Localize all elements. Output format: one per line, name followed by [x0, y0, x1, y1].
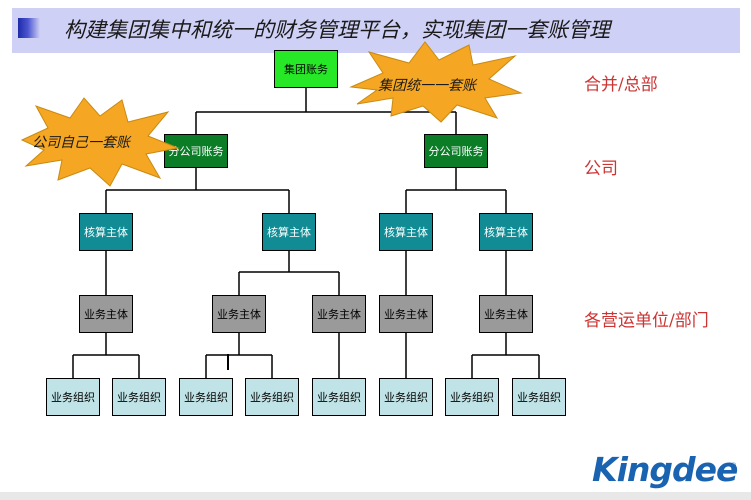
connector-biz-orgs-2: [205, 333, 273, 378]
level-label-company: 公司: [584, 159, 618, 179]
connector-entity-biz-2: [238, 251, 340, 295]
footer-bar: [0, 492, 751, 500]
level-label-units: 各营运单位/部门: [584, 311, 709, 331]
blue-square-icon: [18, 18, 40, 38]
node-branch-ledger: 分公司账务: [424, 134, 488, 168]
node-accounting-entity: 核算主体: [79, 213, 133, 251]
node-accounting-entity: 核算主体: [262, 213, 316, 251]
connector-biz-orgs-1: [72, 333, 140, 378]
node-business-org: 业务组织: [245, 378, 299, 416]
node-business-entity: 业务主体: [212, 295, 266, 333]
node-business-org: 业务组织: [179, 378, 233, 416]
connector-branch1-entities: [105, 168, 290, 213]
node-business-entity: 业务主体: [479, 295, 533, 333]
starburst-group-callout: [349, 41, 523, 123]
connector-biz-orgs-5: [471, 333, 540, 378]
level-label-group: 合并/总部: [584, 75, 658, 95]
node-business-org: 业务组织: [512, 378, 566, 416]
node-business-org: 业务组织: [46, 378, 100, 416]
kingdee-logo: Kingdee: [592, 450, 738, 489]
node-accounting-entity: 核算主体: [479, 213, 533, 251]
node-business-org: 业务组织: [312, 378, 366, 416]
connector-root-branches: [195, 88, 457, 134]
node-business-org: 业务组织: [112, 378, 166, 416]
title-banner: [12, 8, 740, 53]
node-group-ledger: 集团账务: [274, 50, 338, 88]
node-business-entity: 业务主体: [79, 295, 133, 333]
page-title: 构建集团集中和统一的财务管理平台，实现集团一套账管理: [64, 18, 610, 42]
connector-branch2-entities: [405, 168, 507, 213]
node-business-org: 业务组织: [445, 378, 499, 416]
registered-mark: ®: [730, 462, 737, 470]
starburst-company-callout: [20, 97, 180, 187]
callout-company-own-ledger: 公司自己一套账: [32, 135, 130, 151]
node-business-org: 业务组织: [379, 378, 433, 416]
callout-group-one-ledger: 集团统一一套账: [378, 78, 476, 94]
node-business-entity: 业务主体: [379, 295, 433, 333]
node-accounting-entity: 核算主体: [379, 213, 433, 251]
text-cursor-mark: [227, 354, 229, 370]
node-business-entity: 业务主体: [312, 295, 366, 333]
